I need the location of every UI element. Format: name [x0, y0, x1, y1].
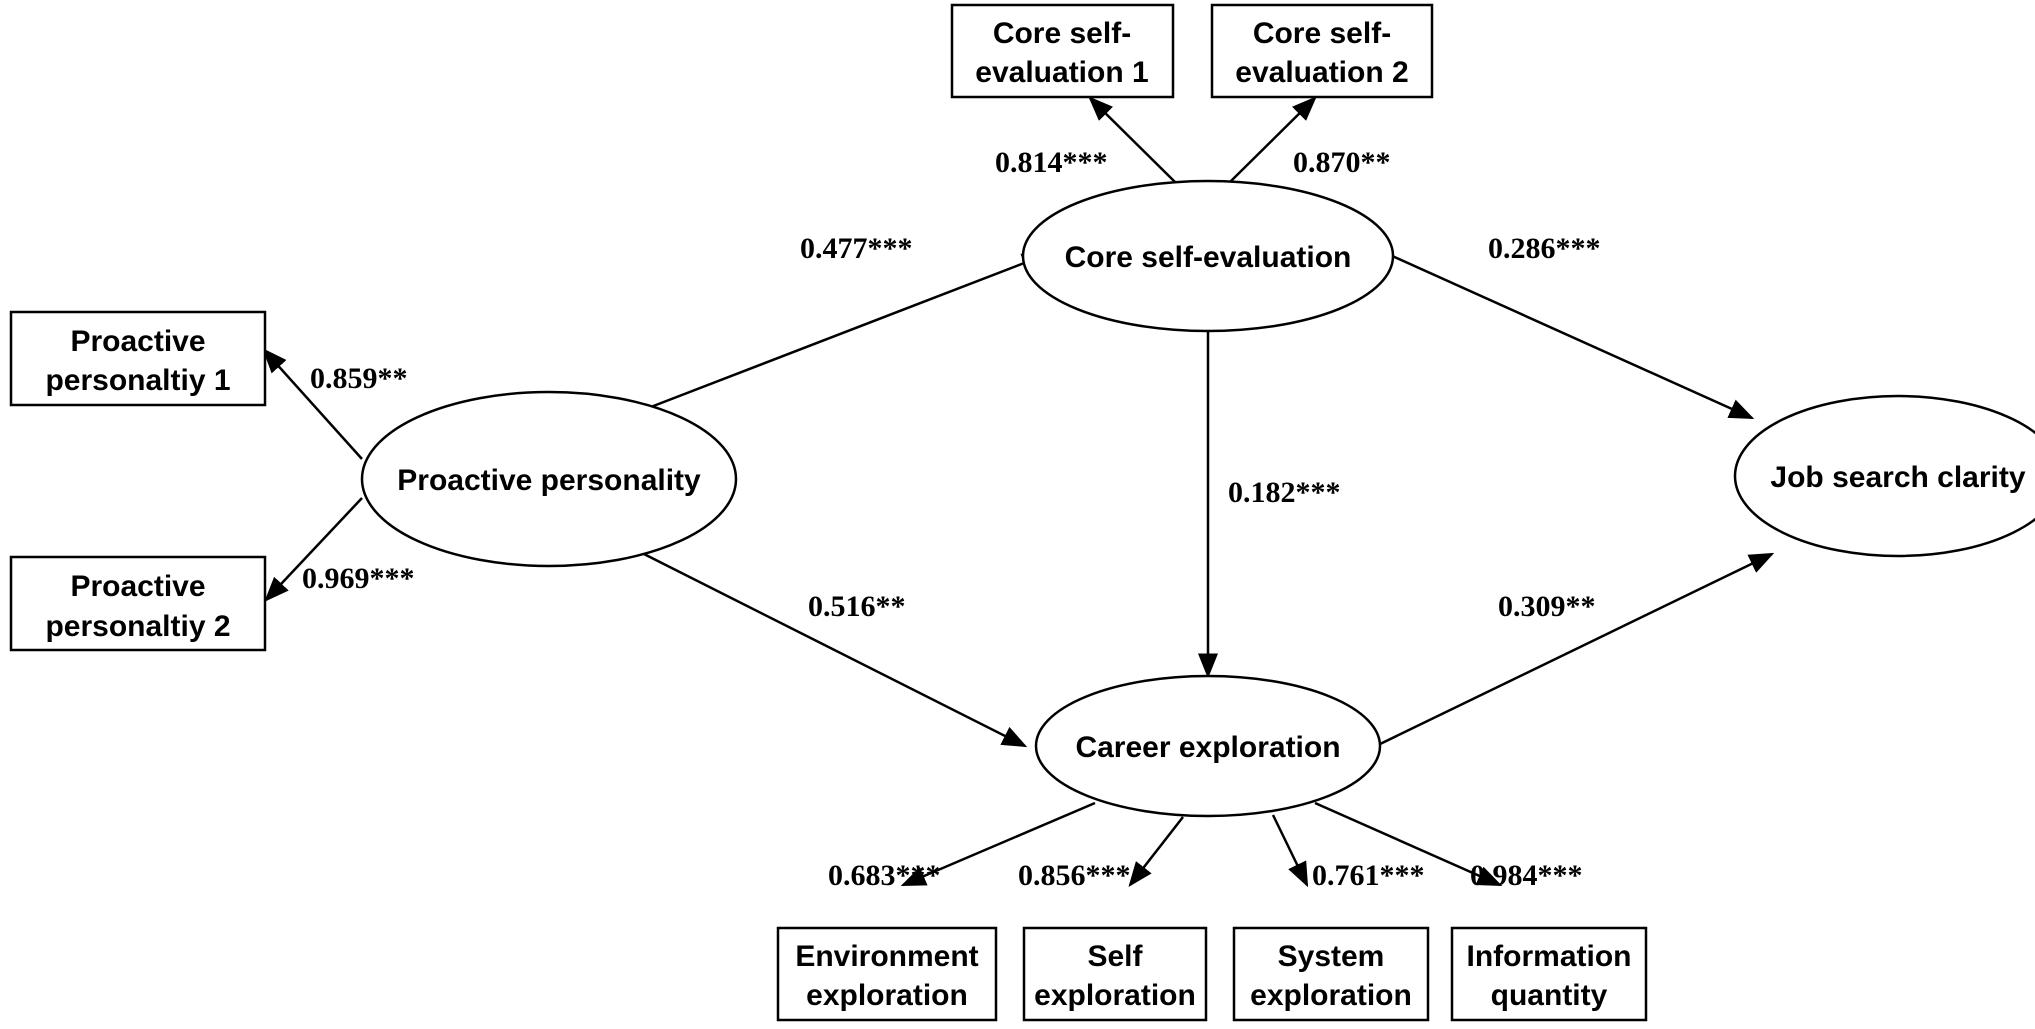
loading-cse2: 0.870** — [1293, 146, 1391, 179]
indicator-core-self-evaluation-1: Core self- evaluation 1 — [950, 3, 1175, 99]
loading-pp2: 0.969*** — [302, 562, 415, 595]
indicator-pp1-line2: personaltiy 1 — [45, 364, 230, 397]
indicator-cse1-line2: evaluation 1 — [975, 56, 1148, 89]
indicator-proactive-personaltiy-2: Proactive personaltiy 2 — [9, 555, 267, 652]
loading-cse1: 0.814*** — [995, 146, 1108, 179]
indicator-env-line2: exploration — [806, 979, 968, 1012]
indicator-information-quantity: Information quantity — [1450, 926, 1648, 1022]
edge-pp-to-pp2 — [264, 497, 363, 602]
latent-proactive-personality: Proactive personality — [360, 390, 738, 568]
indicator-self-line2: exploration — [1034, 979, 1196, 1012]
indicator-system-line1: System — [1278, 940, 1385, 973]
path-ce-jsc: 0.309** — [1498, 590, 1596, 623]
indicator-pp2-line1: Proactive — [70, 570, 205, 603]
edge-ce-to-env — [900, 801, 1096, 887]
edge-cse-to-cse1 — [1088, 96, 1176, 183]
edge-ce-to-info — [1314, 801, 1503, 887]
indicator-env-line1: Environment — [795, 940, 978, 973]
edge-pp-to-ce — [635, 548, 1028, 748]
indicator-pp2-line2: personaltiy 2 — [45, 610, 230, 643]
indicator-environment-exploration: Environment exploration — [776, 926, 998, 1022]
latent-career-exploration-label: Career exploration — [1075, 731, 1340, 764]
indicator-proactive-personaltiy-1: Proactive personaltiy 1 — [9, 310, 267, 407]
path-pp-ce: 0.516** — [808, 590, 906, 623]
loading-system: 0.761*** — [1312, 859, 1425, 892]
loading-pp1: 0.859** — [310, 362, 408, 395]
loading-info: 0.984*** — [1470, 859, 1583, 892]
latent-core-self-evaluation-label: Core self-evaluation — [1065, 241, 1352, 274]
coefficient-labels: 0.859** 0.969*** 0.814*** 0.870** 0.477*… — [302, 146, 1601, 892]
loading-env: 0.683*** — [828, 859, 941, 892]
indicator-core-self-evaluation-2: Core self- evaluation 2 — [1210, 3, 1434, 99]
indicator-system-line2: exploration — [1250, 979, 1412, 1012]
edge-ce-to-self — [1128, 816, 1184, 887]
indicator-self-exploration: Self exploration — [1022, 926, 1208, 1022]
loading-self: 0.856*** — [1018, 859, 1131, 892]
indicator-cse2-line1: Core self- — [1253, 17, 1391, 50]
indicator-self-line1: Self — [1087, 940, 1143, 973]
indicator-cse1-line1: Core self- — [993, 17, 1131, 50]
indicator-pp1-line1: Proactive — [70, 325, 205, 358]
edge-cse-to-jsc — [1389, 253, 1755, 420]
latent-proactive-personality-label: Proactive personality — [397, 464, 701, 497]
path-cse-ce: 0.182*** — [1228, 476, 1341, 509]
indicator-info-line1: Information — [1467, 940, 1632, 973]
edge-cse-to-cse2 — [1229, 96, 1317, 183]
edge-ce-to-system — [1271, 814, 1309, 888]
indicator-cse2-line2: evaluation 2 — [1235, 56, 1408, 89]
edge-pp-to-cse — [642, 253, 1048, 412]
path-pp-cse: 0.477*** — [800, 232, 913, 265]
edges — [262, 96, 1775, 888]
latent-career-exploration: Career exploration — [1034, 674, 1382, 818]
latent-job-search-clarity: Job search clarity — [1733, 394, 2035, 558]
indicator-system-exploration: System exploration — [1232, 926, 1430, 1022]
edge-pp-to-pp1 — [262, 348, 363, 460]
latent-core-self-evaluation: Core self-evaluation — [1021, 179, 1395, 333]
edge-ce-to-jsc — [1377, 552, 1775, 747]
path-cse-jsc: 0.286*** — [1488, 232, 1601, 265]
indicator-info-line2: quantity — [1491, 979, 1608, 1012]
latent-job-search-clarity-label: Job search clarity — [1770, 461, 2025, 494]
